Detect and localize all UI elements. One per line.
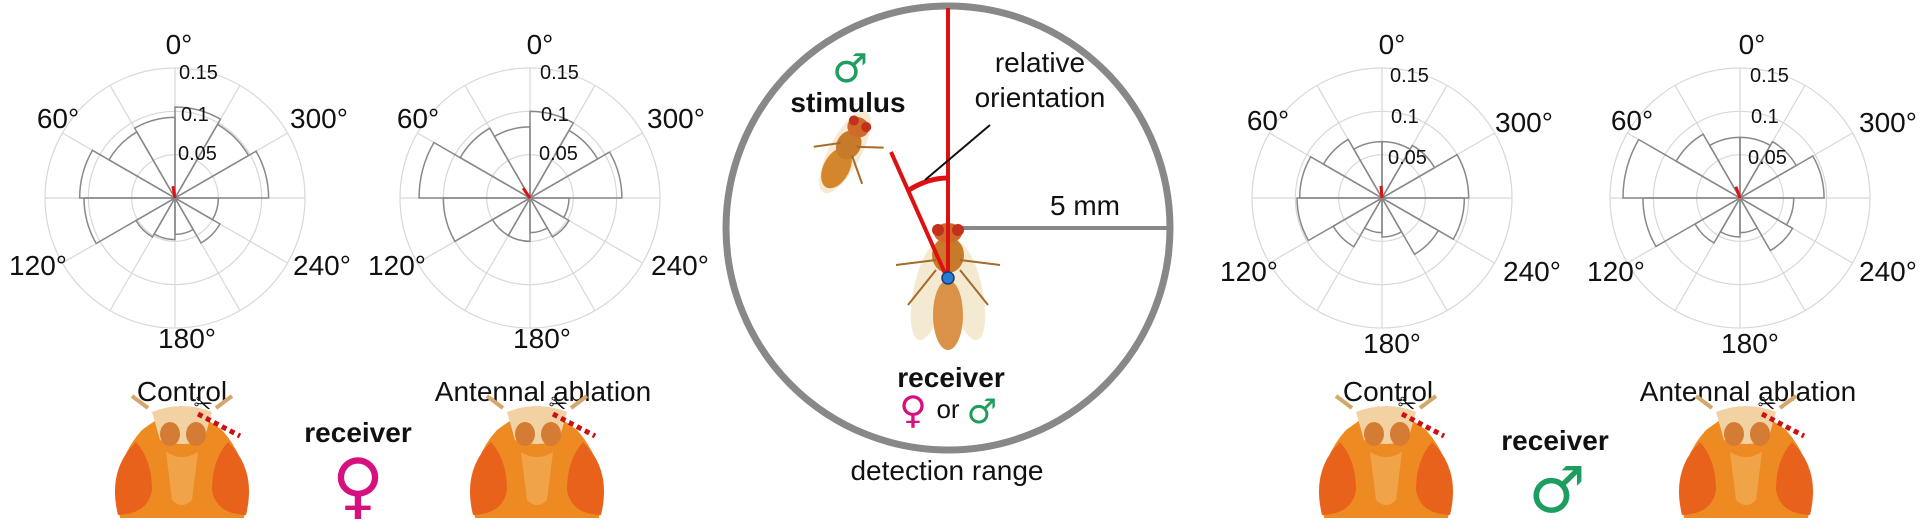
polar-plot-female-ablation: 0° 60° 300° 120° 240° 180° 0.15 0.1 0.05 bbox=[368, 29, 709, 354]
detection-range-caption: detection range bbox=[850, 455, 1043, 486]
histogram-bin bbox=[83, 197, 178, 245]
radial-tick-0.05: 0.05 bbox=[178, 143, 217, 165]
stimulus-male-symbol: ♂ bbox=[832, 46, 868, 92]
angle-label-300: 300° bbox=[290, 103, 348, 134]
histogram-bin bbox=[134, 195, 178, 239]
histogram-bin bbox=[1693, 195, 1743, 245]
detection-range-diagram: 5 mm bbox=[722, 2, 1174, 454]
angle-label-300: 300° bbox=[1495, 107, 1553, 138]
stimulus-direction-line bbox=[889, 151, 950, 281]
histogram-bin bbox=[1332, 195, 1385, 248]
fly-head-illustration-male-ablation bbox=[1679, 390, 1813, 518]
angle-label-120: 120° bbox=[1220, 256, 1278, 287]
angle-label-180: 180° bbox=[1363, 328, 1421, 359]
angle-label-60: 60° bbox=[1611, 105, 1653, 136]
scale-label: 5 mm bbox=[1050, 190, 1120, 221]
center-receiver-female-symbol: ♀ bbox=[899, 388, 927, 432]
angle-label-240: 240° bbox=[1503, 256, 1561, 287]
radial-tick-0.15: 0.15 bbox=[540, 62, 579, 84]
receiver-label-male: receiver bbox=[1501, 425, 1609, 456]
angle-label-120: 120° bbox=[9, 250, 67, 281]
polar-plot-male-ablation: 0° 60° 300° 120° 240° 180° 0.15 0.1 0.05 bbox=[1587, 29, 1917, 359]
histogram-bin bbox=[1737, 140, 1798, 201]
histogram-bin bbox=[1719, 195, 1741, 238]
mean-vector bbox=[521, 187, 532, 199]
angle-label-180: 180° bbox=[513, 323, 571, 354]
angle-label-0: 0° bbox=[527, 29, 554, 60]
stimulus-fly-image bbox=[813, 110, 884, 194]
radial-tick-0.1: 0.1 bbox=[1751, 106, 1779, 128]
angle-label-240: 240° bbox=[1859, 256, 1917, 287]
histogram-bin bbox=[1381, 140, 1412, 201]
receiver-center-marker bbox=[941, 271, 955, 285]
radial-tick-0.1: 0.1 bbox=[1391, 106, 1419, 128]
radial-tick-0.15: 0.15 bbox=[1390, 65, 1429, 87]
histogram-bin bbox=[527, 195, 571, 239]
fly-head-illustration-female-ablation bbox=[470, 390, 604, 518]
histogram-bin bbox=[78, 149, 178, 199]
angle-label-180: 180° bbox=[158, 323, 216, 354]
histogram-bin bbox=[507, 195, 531, 243]
angle-label-240: 240° bbox=[651, 250, 709, 281]
histogram-bin bbox=[1737, 195, 1794, 252]
angle-label-60: 60° bbox=[1247, 105, 1289, 136]
orientation-label-line1: relative bbox=[995, 47, 1085, 78]
orientation-label-line2: orientation bbox=[975, 82, 1106, 113]
center-receiver-male-symbol: ♂ bbox=[967, 392, 997, 432]
polar-plot-male-control: 0° 60° 300° 120° 240° 180° 0.15 0.1 0.05 bbox=[1220, 29, 1561, 359]
histogram-bin bbox=[1622, 138, 1743, 199]
angle-label-0: 0° bbox=[1739, 29, 1766, 60]
radial-tick-0.15: 0.15 bbox=[179, 62, 218, 84]
angle-label-300: 300° bbox=[647, 103, 705, 134]
detection-range-circle bbox=[722, 2, 1174, 454]
radial-tick-0.05: 0.05 bbox=[539, 143, 578, 165]
caption-male-control: Control bbox=[1343, 376, 1433, 407]
radial-tick-0.1: 0.1 bbox=[541, 104, 569, 126]
angle-label-0: 0° bbox=[1379, 29, 1406, 60]
angle-label-180: 180° bbox=[1721, 328, 1779, 359]
mean-vector bbox=[171, 185, 177, 199]
histogram-bin bbox=[1737, 154, 1825, 199]
angle-label-300: 300° bbox=[1859, 107, 1917, 138]
histogram-bin bbox=[1739, 136, 1772, 201]
center-receiver-or: or bbox=[936, 394, 959, 424]
angle-label-120: 120° bbox=[368, 250, 426, 281]
histogram-bin bbox=[1296, 197, 1385, 242]
male-symbol: ♂ bbox=[1528, 454, 1585, 528]
orientation-label-pointer bbox=[924, 124, 991, 181]
angle-label-0: 0° bbox=[166, 29, 193, 60]
histogram-bin bbox=[174, 106, 222, 201]
fly-head-illustration-male-control bbox=[1319, 390, 1453, 518]
histogram-bin bbox=[153, 195, 176, 241]
caption-female-ablation: Antennal ablation bbox=[435, 376, 651, 407]
angle-label-240: 240° bbox=[293, 250, 351, 281]
relative-orientation-arc bbox=[907, 175, 949, 193]
angle-label-60: 60° bbox=[397, 103, 439, 134]
caption-male-ablation: Antennal ablation bbox=[1640, 376, 1856, 407]
radial-tick-0.15: 0.15 bbox=[1750, 65, 1789, 87]
histogram-bin bbox=[529, 110, 575, 201]
histogram-bin bbox=[1379, 144, 1436, 201]
histogram-bin bbox=[172, 195, 222, 245]
female-symbol: ♀ bbox=[332, 443, 385, 527]
receiver-label-female: receiver bbox=[304, 417, 412, 448]
fly-head-illustration-female-control bbox=[115, 390, 249, 518]
mean-vector bbox=[1734, 186, 1742, 199]
polar-plot-female-control: 0° 60° 300° 120° 240° 180° 0.15 0.1 0.05 bbox=[9, 29, 351, 354]
stimulus-label: stimulus bbox=[790, 87, 905, 118]
histogram-bin bbox=[1379, 153, 1470, 199]
histogram-bin bbox=[418, 141, 533, 199]
mean-vector bbox=[1379, 185, 1384, 199]
radial-tick-0.05: 0.05 bbox=[1388, 147, 1427, 169]
center-receiver-label: receiver bbox=[897, 362, 1005, 393]
angle-label-120: 120° bbox=[1587, 256, 1645, 287]
radial-tick-0.05: 0.05 bbox=[1748, 147, 1787, 169]
radial-tick-0.1: 0.1 bbox=[181, 104, 209, 126]
histogram-bin bbox=[1642, 197, 1743, 248]
histogram-bin bbox=[172, 150, 270, 199]
histogram-bin bbox=[527, 151, 623, 199]
histogram-bin bbox=[442, 197, 533, 243]
angle-label-60: 60° bbox=[37, 103, 79, 134]
